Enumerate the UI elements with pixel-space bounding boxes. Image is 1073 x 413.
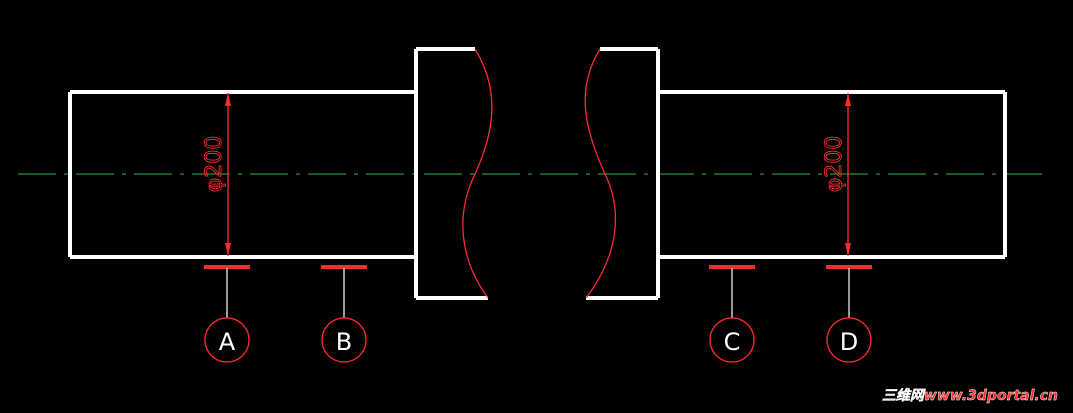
left-diameter-dimension: φ200 [202, 93, 231, 256]
watermark-text: 三维网www.3dportal.cn [882, 387, 1058, 404]
right-break-line [584, 48, 617, 299]
section-label-b: B [336, 328, 352, 356]
section-marker-c: C [709, 265, 755, 363]
section-label-a: A [219, 328, 236, 356]
left-break-line [462, 48, 493, 299]
left-collar [414, 47, 488, 300]
arrow-down-icon [845, 243, 851, 256]
section-label-c: C [724, 328, 741, 356]
arrow-up-icon [225, 93, 231, 106]
right-diameter-label: φ200 [822, 136, 847, 193]
right-diameter-dimension: φ200 [822, 93, 851, 256]
section-marker-b: B [321, 265, 367, 363]
section-marker-a: A [204, 265, 250, 363]
arrow-up-icon [845, 93, 851, 106]
section-label-d: D [840, 328, 858, 356]
arrow-down-icon [225, 243, 231, 256]
left-shaft [68, 90, 416, 259]
left-diameter-label: φ200 [202, 136, 227, 193]
section-marker-d: D [826, 265, 872, 363]
right-shaft [658, 90, 1007, 259]
